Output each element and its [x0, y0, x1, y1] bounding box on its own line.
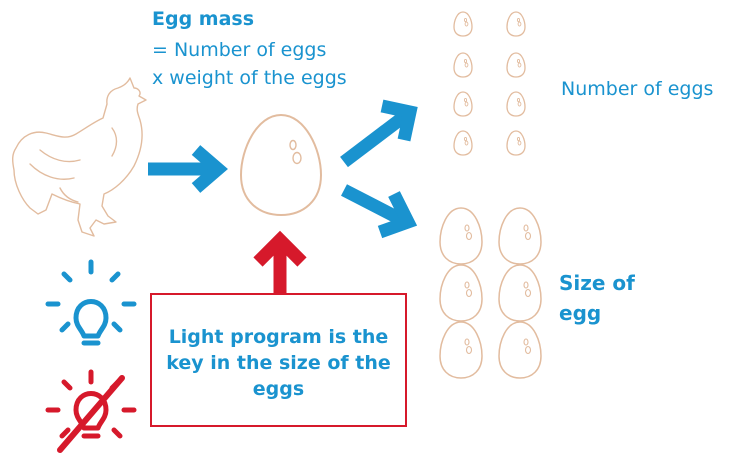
key-message-box: Light program is the key in the size of … — [150, 293, 407, 427]
arrow-icon — [253, 230, 307, 300]
arrow-icon — [340, 99, 418, 168]
arrow-icon — [148, 145, 228, 193]
lightbulb-on-icon — [45, 259, 137, 346]
number-of-eggs-label: Number of eggs — [561, 78, 714, 100]
egg-mass-formula-line1: = Number of eggs — [152, 39, 327, 61]
arrow-icon — [341, 184, 418, 239]
chicken-icon — [11, 77, 147, 237]
size-of-egg-label: Size of egg — [559, 271, 635, 325]
lightbulb-off-icon — [45, 369, 137, 453]
egg-mass-title: Egg mass — [152, 8, 255, 30]
key-message-text: Light program is the key in the size of … — [166, 326, 391, 400]
egg-icon — [453, 11, 526, 156]
egg-icon — [239, 113, 323, 217]
egg-icon — [439, 207, 542, 379]
egg-mass-formula-line2: x weight of the eggs — [152, 67, 347, 89]
